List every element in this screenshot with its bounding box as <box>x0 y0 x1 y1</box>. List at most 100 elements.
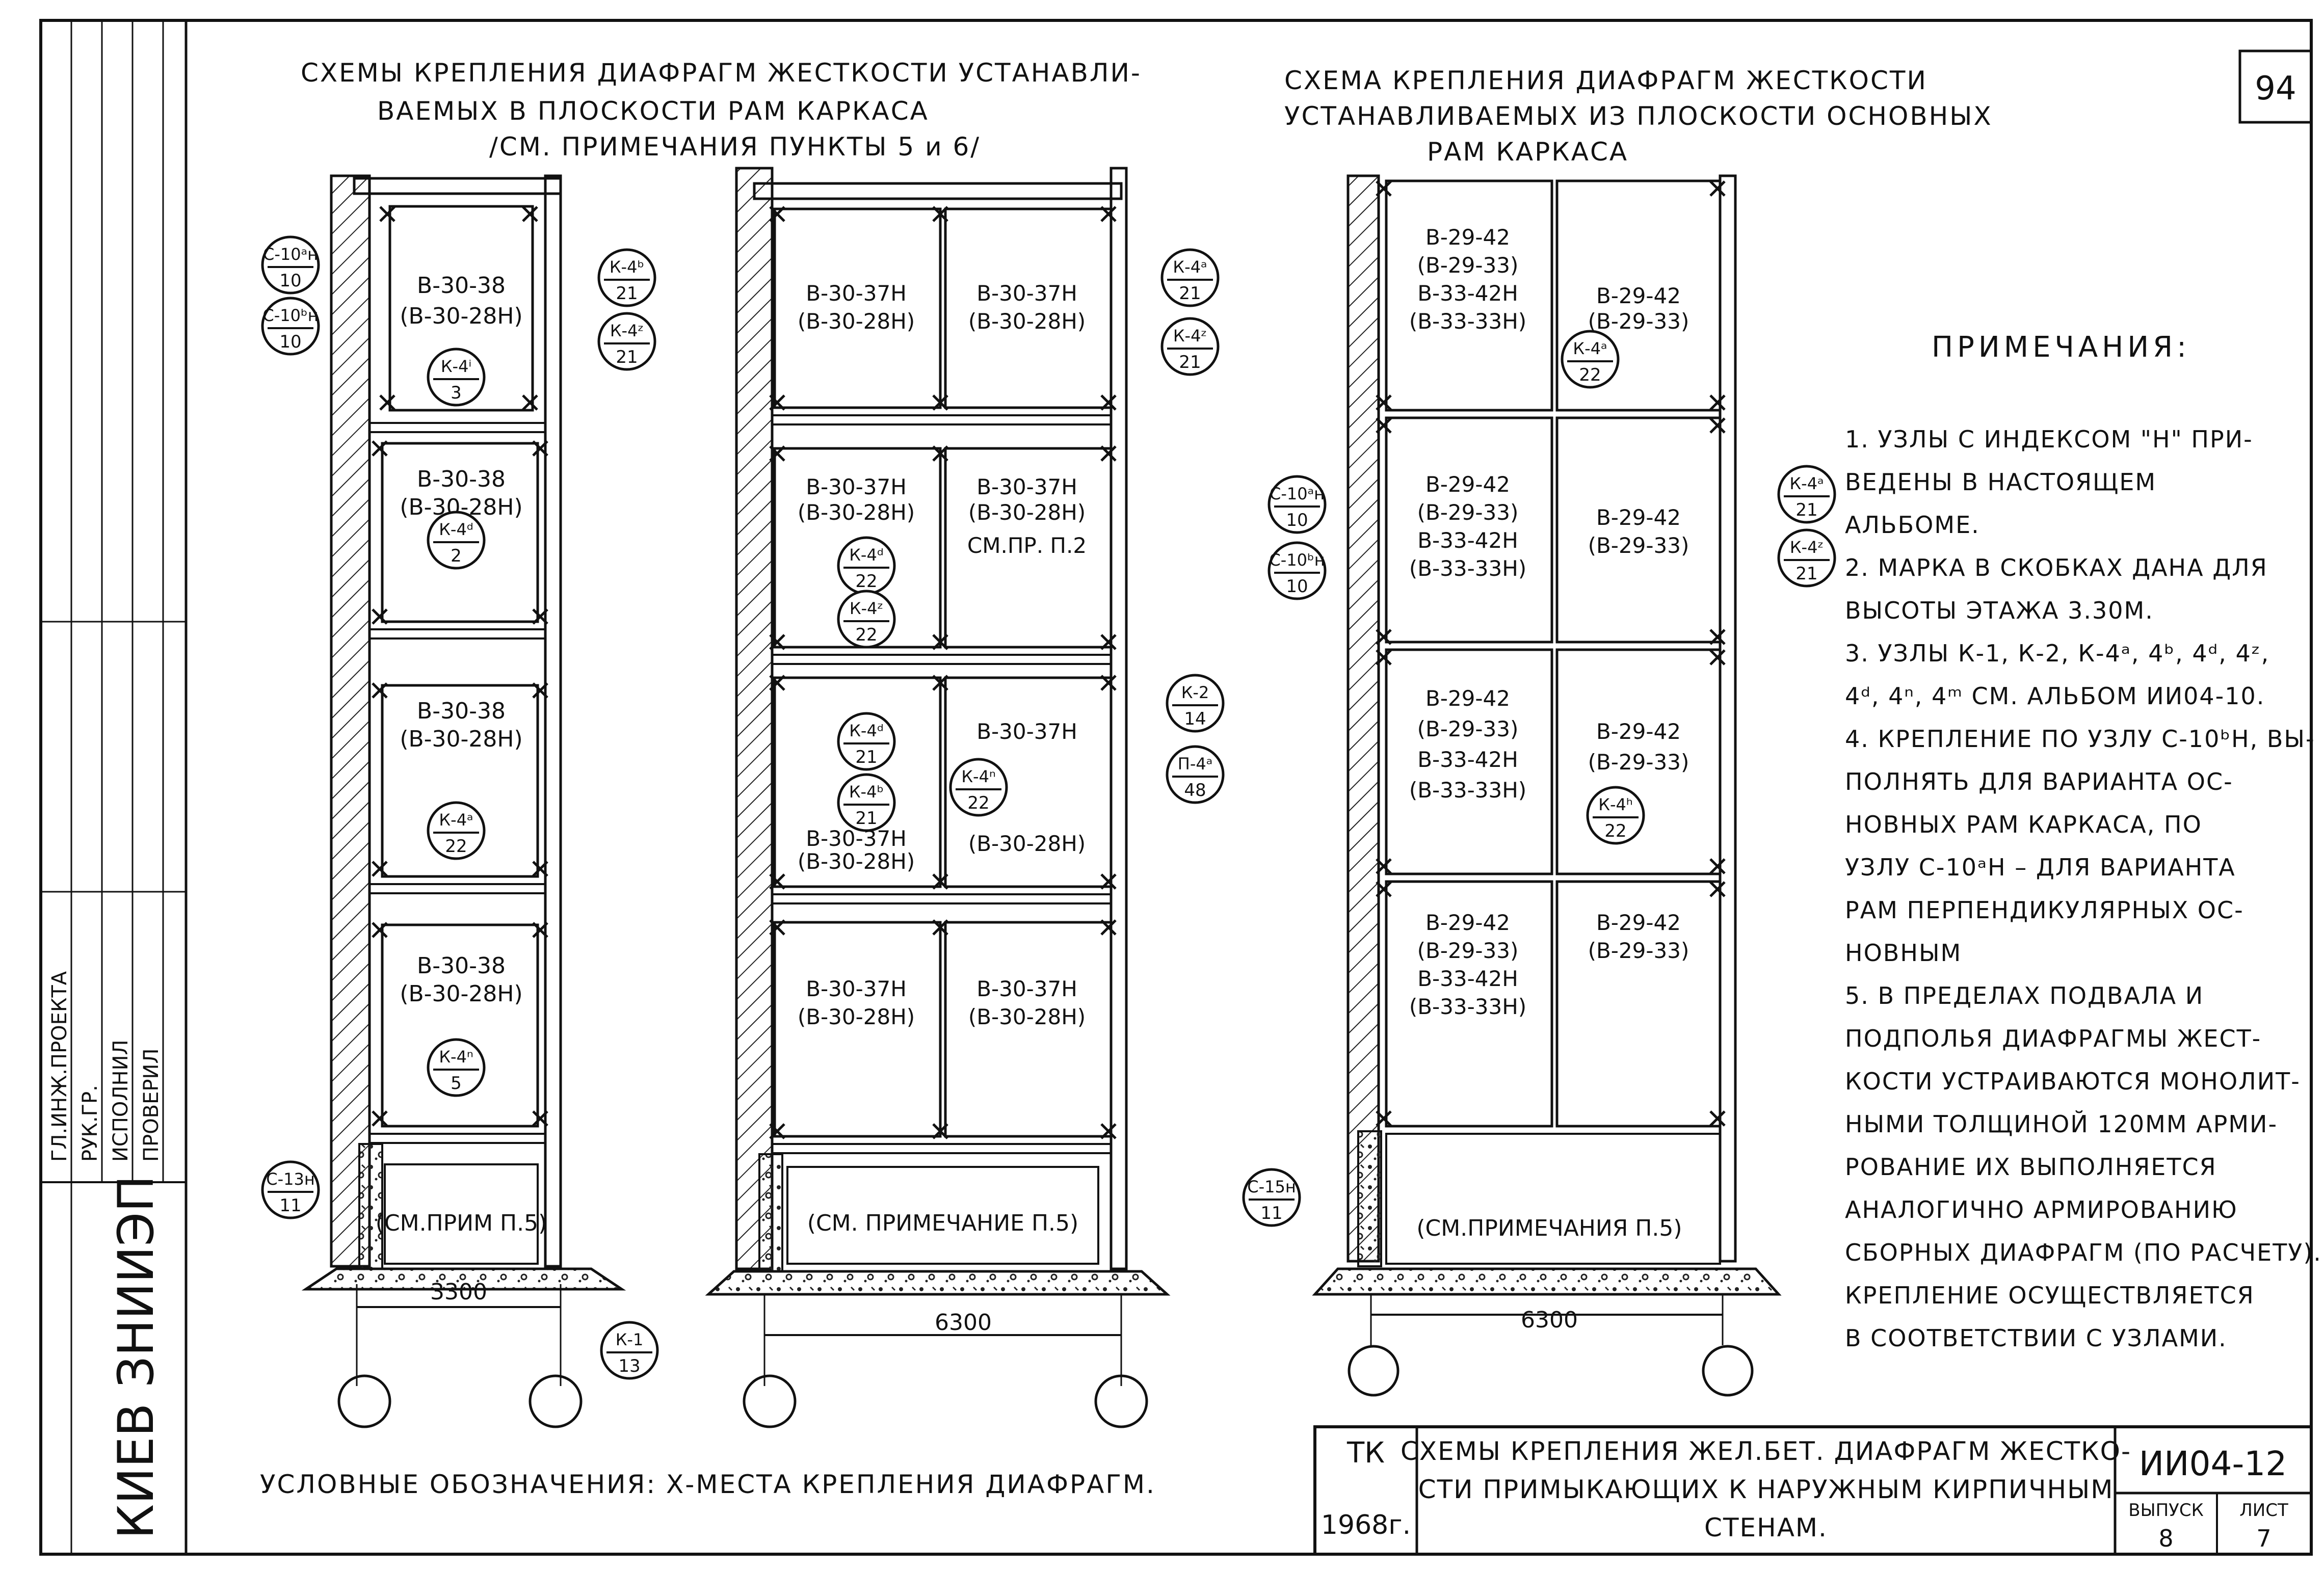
node-circle <box>1561 330 1620 389</box>
diaphragm-panel <box>1385 416 1553 644</box>
panel-mark-alt: (В-30-28Н) <box>798 500 915 525</box>
note-line: ВЕДЕНЫ В НАСТОЯЩЕМ <box>1845 468 2157 496</box>
attachment-cross <box>932 206 948 222</box>
title-block-title-2: СТИ ПРИМЫКАЮЩИХ К НАРУЖНЫМ КИРПИЧНЫМ <box>1418 1475 2114 1504</box>
node-label-bottom: 22 <box>1604 821 1626 841</box>
panel-mark: В-30-37Н <box>976 281 1077 306</box>
floor-slab <box>771 893 1112 904</box>
attachment-cross <box>1376 649 1392 665</box>
note-line: 1. УЗЛЫ С ИНДЕКСОМ "Н" ПРИ- <box>1845 425 2253 453</box>
node-label-bottom: 22 <box>1579 365 1601 385</box>
node-label-bottom: 21 <box>855 747 877 767</box>
node-label-bottom: 22 <box>855 571 877 592</box>
attachment-cross <box>1709 649 1726 665</box>
node-label-top: К-4ᵃ <box>1173 257 1207 277</box>
diaphragm-panel <box>388 205 534 412</box>
attachment-cross <box>1376 180 1392 197</box>
node-label-bottom: 21 <box>1179 352 1201 372</box>
attachment-cross <box>932 634 948 650</box>
brick-wall <box>735 167 774 1270</box>
side-stamp-row: ПРОВЕРИЛ <box>140 1048 163 1162</box>
panel-mark-alt: (В-29-33) <box>1588 533 1689 558</box>
node-circle <box>600 1321 659 1380</box>
node-label-top: К-2 <box>1181 683 1209 702</box>
attachment-cross <box>1100 919 1117 936</box>
note-line: РАМ ПЕРПЕНДИКУЛЯРНЫХ ОС- <box>1845 896 2244 924</box>
left-title-line-1: СХЕМЫ КРЕПЛЕНИЯ ДИАФРАГМ ЖЕСТКОСТИ УСТАН… <box>301 58 1142 88</box>
attachment-cross <box>372 608 388 625</box>
node-label-top: П-4ᵃ <box>1178 754 1213 774</box>
panel-mark: В-29-42 <box>1425 910 1510 935</box>
diaphragm-panel <box>1555 648 1722 875</box>
panel-mark: В-30-37Н <box>806 976 907 1001</box>
attachment-cross <box>1709 180 1726 197</box>
node-label-top: С-10ᵇн <box>1269 550 1325 570</box>
attachment-cross <box>1376 1110 1392 1127</box>
note-line: 3. УЗЛЫ К-1, К-2, К-4ᵃ, 4ᵇ, 4ᵈ, 4ᶻ, <box>1845 640 2270 667</box>
node-label-top: К-4ᵇ <box>610 257 644 277</box>
attachment-cross <box>1100 1123 1117 1139</box>
attachment-cross <box>1100 394 1117 411</box>
attachment-cross <box>532 608 548 625</box>
axis-bubble <box>1094 1374 1148 1428</box>
attachment-cross <box>769 206 785 222</box>
node-label-top: К-4ᵈ <box>439 520 473 539</box>
panel-note: СМ.ПР. П.2 <box>967 533 1087 558</box>
panel-mark: В-33-42Н <box>1417 528 1518 553</box>
panel-mark: В-30-38 <box>417 953 506 979</box>
node-label-top: К-4ᶻ <box>1173 326 1207 345</box>
sheet-value: 7 <box>2256 1525 2271 1552</box>
basement-diaphragm <box>1385 1133 1721 1265</box>
attachment-cross <box>1376 881 1392 897</box>
node-label-top: К-4ᵈ <box>849 721 884 740</box>
node-label-bottom: 2 <box>451 546 462 566</box>
panel-mark-alt: (В-30-28Н) <box>400 726 522 752</box>
note-line: 2. МАРКА В СКОБКАХ ДАНА ДЛЯ <box>1845 554 2268 581</box>
attachment-cross <box>1100 634 1117 650</box>
title-block-org: ТК <box>1346 1436 1385 1470</box>
foundation <box>705 1270 1171 1296</box>
diaphragm-panel <box>1385 179 1553 412</box>
axis-bubble <box>1348 1345 1399 1397</box>
panel-mark-alt: (В-33-33Н) <box>1409 309 1526 334</box>
frame-column <box>1719 174 1737 1263</box>
note-line: В СООТВЕТСТВИИ С УЗЛАМИ. <box>1845 1324 2227 1352</box>
attachment-cross <box>1709 629 1726 645</box>
attachment-cross <box>1709 1110 1726 1127</box>
note-line: СБОРНЫХ ДИАФРАГМ (ПО РАСЧЕТУ). <box>1845 1239 2322 1266</box>
note-line: НЫМИ ТОЛЩИНОЙ 120ММ АРМИ- <box>1845 1110 2278 1138</box>
diaphragm-panel <box>381 684 539 878</box>
node-circle <box>1586 786 1645 845</box>
note-line: АЛЬБОМЕ. <box>1845 511 1980 539</box>
node-label-bottom: 10 <box>279 332 301 352</box>
node-label-bottom: 3 <box>451 383 462 403</box>
panel-mark-alt: (В-33-33Н) <box>1409 556 1526 581</box>
floor-slab <box>368 1133 546 1144</box>
panel-mark: В-30-37Н <box>806 281 907 306</box>
node-label-bottom: 21 <box>1795 500 1817 520</box>
diaphragm-panel <box>1555 880 1722 1128</box>
node-label-top: К-4ᶻ <box>610 321 644 340</box>
attachment-cross <box>1376 394 1392 411</box>
node-label-top: К-4ᵈ <box>849 545 884 565</box>
sheet-number: 94 <box>2255 70 2296 108</box>
basement-note: (СМ.ПРИМ П.5) <box>376 1210 547 1236</box>
frame-column <box>544 174 562 1268</box>
diaphragm-panel <box>944 921 1113 1138</box>
node-label-bottom: 11 <box>279 1195 301 1216</box>
node-circle <box>949 758 1008 817</box>
panel-mark: В-33-42Н <box>1417 747 1518 772</box>
dimension-value: 6300 <box>1521 1307 1578 1333</box>
attachment-cross <box>372 861 388 877</box>
node-label-bottom: 21 <box>855 808 877 829</box>
basement-diaphragm <box>786 1166 1099 1265</box>
diaphragm-panel <box>773 676 942 888</box>
issue-value: 8 <box>2158 1525 2173 1552</box>
panel-mark: В-29-42 <box>1425 225 1510 250</box>
